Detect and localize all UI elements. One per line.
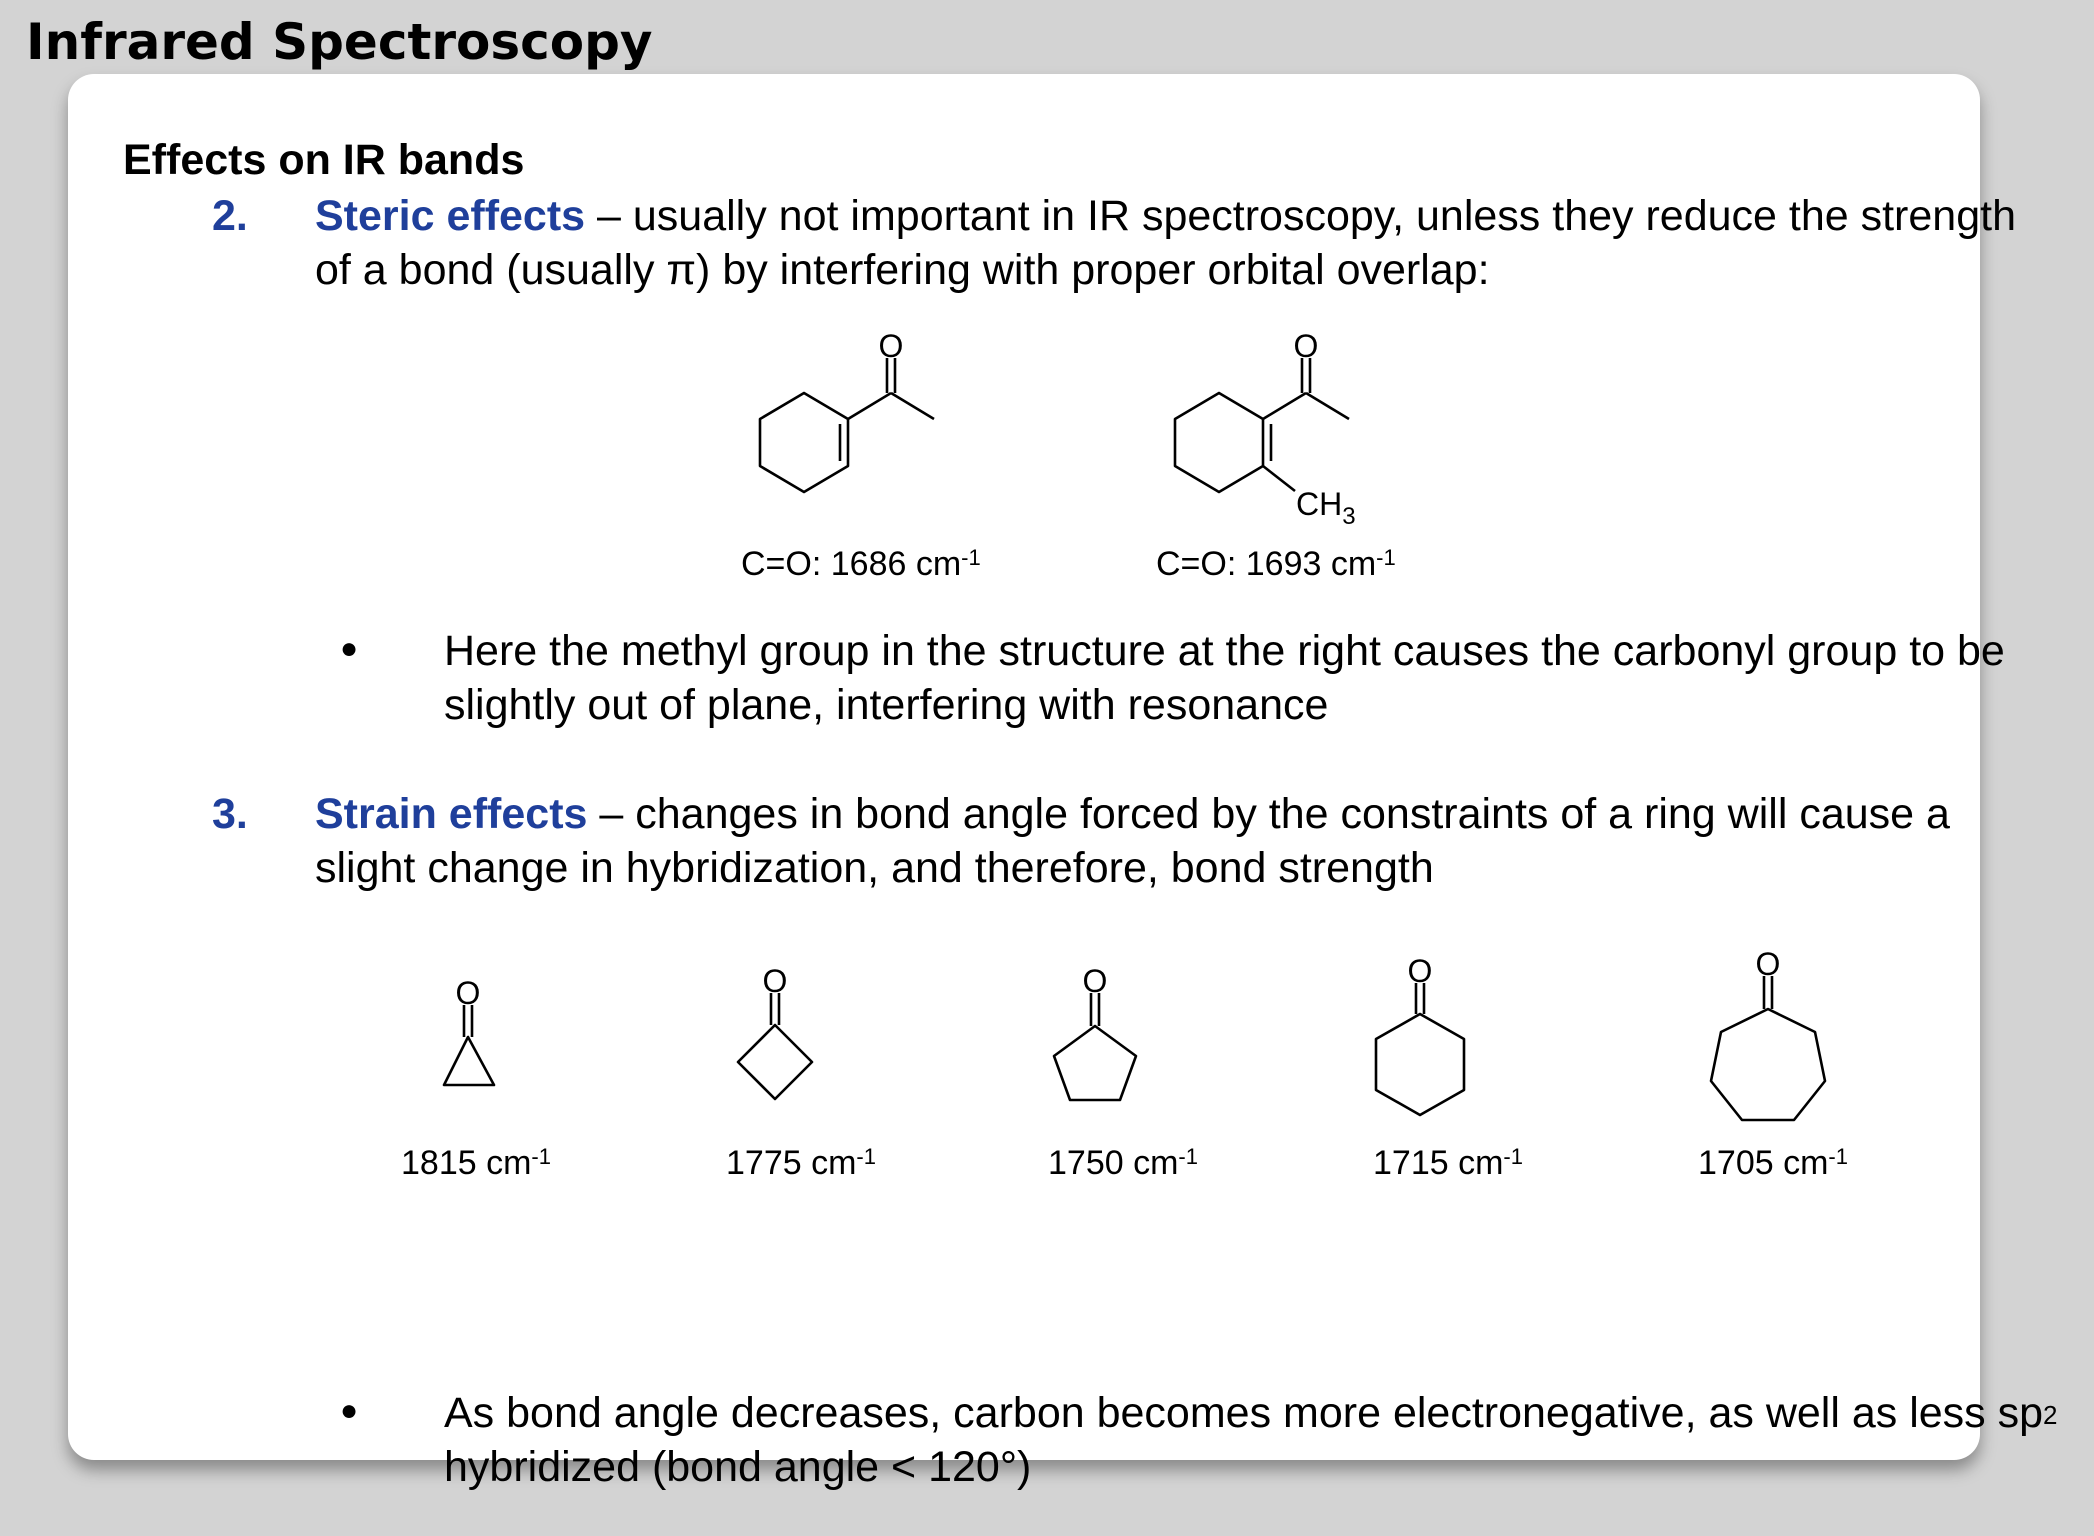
section-heading: Effects on IR bands	[123, 136, 525, 184]
item-number-2: 2.	[212, 192, 248, 240]
molecule-cycloheptanone: O	[1709, 946, 1827, 1122]
bullet-icon: ●	[340, 1394, 359, 1427]
bullet-strain-explanation: As bond angle decreases, carbon becomes …	[444, 1389, 2058, 1491]
molecule-methyl-acetylcyclohexene: O CH3	[1173, 328, 1356, 530]
oxygen-atom: O	[763, 963, 788, 999]
oxygen-atom: O	[456, 975, 481, 1011]
item-strain-effects: Strain effects – changes in bond angle f…	[315, 787, 2035, 895]
item-title-steric: Steric effects	[315, 192, 586, 240]
methyl-group-label: CH3	[1296, 486, 1356, 530]
oxygen-atom: O	[879, 328, 904, 364]
ring-label-3: 1815 cm-1	[401, 1144, 551, 1182]
ring-label-5: 1750 cm-1	[1048, 1144, 1198, 1182]
slide-content: Effects on IR bands 2. Steric effects – …	[123, 136, 2058, 1491]
molecule-1-label: C=O: 1686 cm-1	[741, 545, 981, 583]
oxygen-atom: O	[1294, 328, 1319, 364]
ring-label-4: 1775 cm-1	[726, 1144, 876, 1182]
item-number-3: 3.	[212, 790, 248, 838]
molecule-acetylcyclohexene: O	[758, 328, 935, 494]
oxygen-atom: O	[1408, 953, 1433, 989]
molecule-cyclopropanone: O	[442, 975, 496, 1087]
page-title: Infrared Spectroscopy	[26, 13, 653, 71]
item-text-strain: – changes in bond angle forced by the co…	[315, 790, 1950, 892]
molecule-cyclohexanone: O	[1374, 953, 1466, 1117]
molecule-cyclopentanone: O	[1052, 963, 1138, 1102]
oxygen-atom: O	[1756, 946, 1781, 982]
ring-label-6: 1715 cm-1	[1373, 1144, 1523, 1182]
item-steric-effects: Steric effects – usually not important i…	[315, 189, 2035, 297]
molecule-2-label: C=O: 1693 cm-1	[1156, 545, 1396, 583]
item-title-strain: Strain effects	[315, 790, 588, 838]
item-text-steric: – usually not important in IR spectrosco…	[315, 192, 2016, 294]
oxygen-atom: O	[1083, 963, 1108, 999]
slide-card	[68, 74, 1980, 1460]
ring-label-7: 1705 cm-1	[1698, 1144, 1848, 1182]
molecule-cyclobutanone: O	[736, 963, 814, 1101]
bullet-steric-explanation: Here the methyl group in the structure a…	[444, 627, 2005, 729]
bullet-icon: ●	[340, 632, 359, 665]
